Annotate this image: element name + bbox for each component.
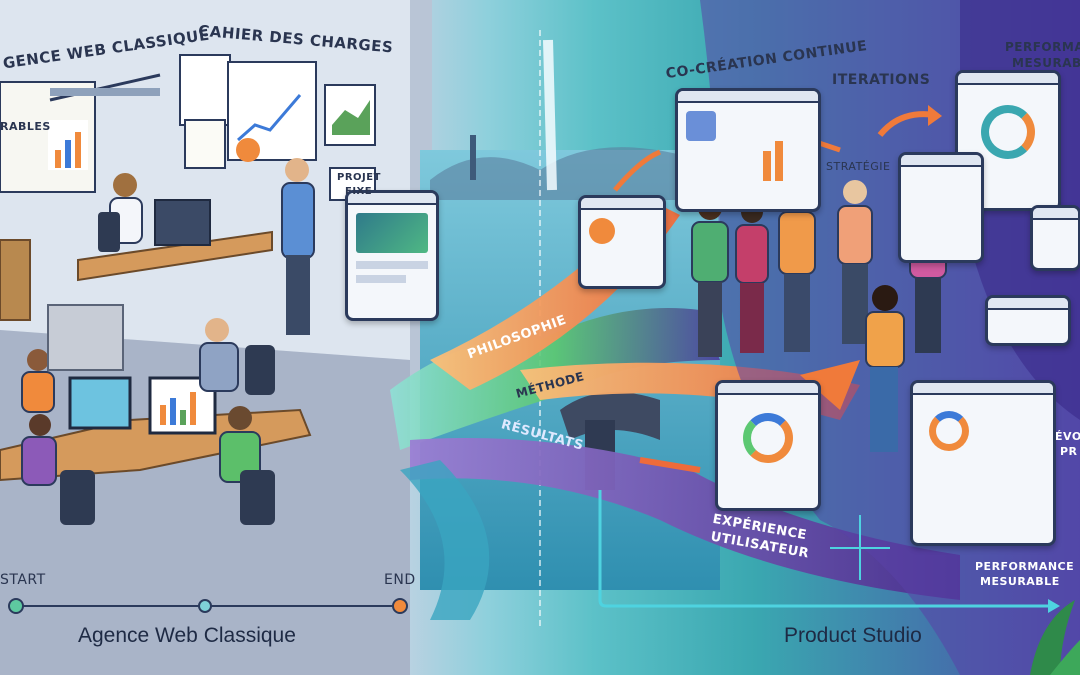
projet-label: PROJET (337, 172, 381, 183)
rables-label: RABLES (0, 120, 51, 133)
fixe-label: FIXE (345, 186, 373, 197)
right-title: Product Studio (784, 624, 922, 647)
browser-card-stack (985, 295, 1071, 346)
browser-card-donut (715, 380, 821, 511)
evo-label-2: PR (1060, 445, 1078, 458)
browser-card-left (345, 190, 439, 321)
browser-card-analytics (675, 88, 821, 212)
performance-top-1: PERFORMA (1005, 40, 1080, 54)
browser-card-map (898, 152, 984, 263)
performance-bottom-2: MESURABLE (980, 575, 1060, 588)
timeline-end: END (384, 572, 416, 588)
left-title: Agence Web Classique (78, 624, 296, 647)
performance-bottom-1: PERFORMANCE (975, 560, 1075, 573)
browser-card-dashboard (910, 380, 1056, 546)
timeline-start: START (0, 572, 46, 588)
evo-label-1: ÉVO (1055, 430, 1080, 443)
browser-card-small (1030, 205, 1080, 271)
performance-top-2: MESURABL (1012, 56, 1080, 70)
strategie-label: STRATÉGIE (826, 160, 891, 173)
browser-card-performance (955, 70, 1061, 211)
browser-card-profile (578, 195, 666, 289)
iterations-label: ITERATIONS (832, 72, 931, 88)
